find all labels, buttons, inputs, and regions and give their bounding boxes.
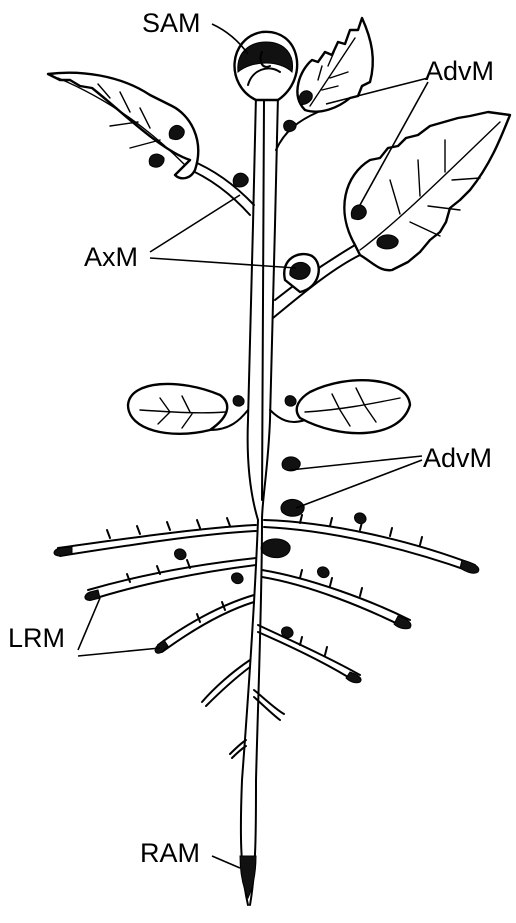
label-axm: AxM	[84, 244, 138, 271]
label-advm-top: AdvM	[425, 58, 494, 85]
shoot-apical-meristem	[235, 32, 298, 100]
label-lrm: LRM	[8, 625, 65, 652]
label-pointers	[78, 24, 428, 868]
label-ram: RAM	[140, 840, 200, 867]
label-sam: SAM	[142, 10, 201, 37]
cotyledon-left	[128, 384, 248, 434]
label-advm-bottom: AdvM	[423, 445, 492, 472]
main-stem	[248, 95, 278, 520]
leaf-upper-left	[48, 73, 254, 215]
cotyledon-right	[270, 380, 410, 433]
